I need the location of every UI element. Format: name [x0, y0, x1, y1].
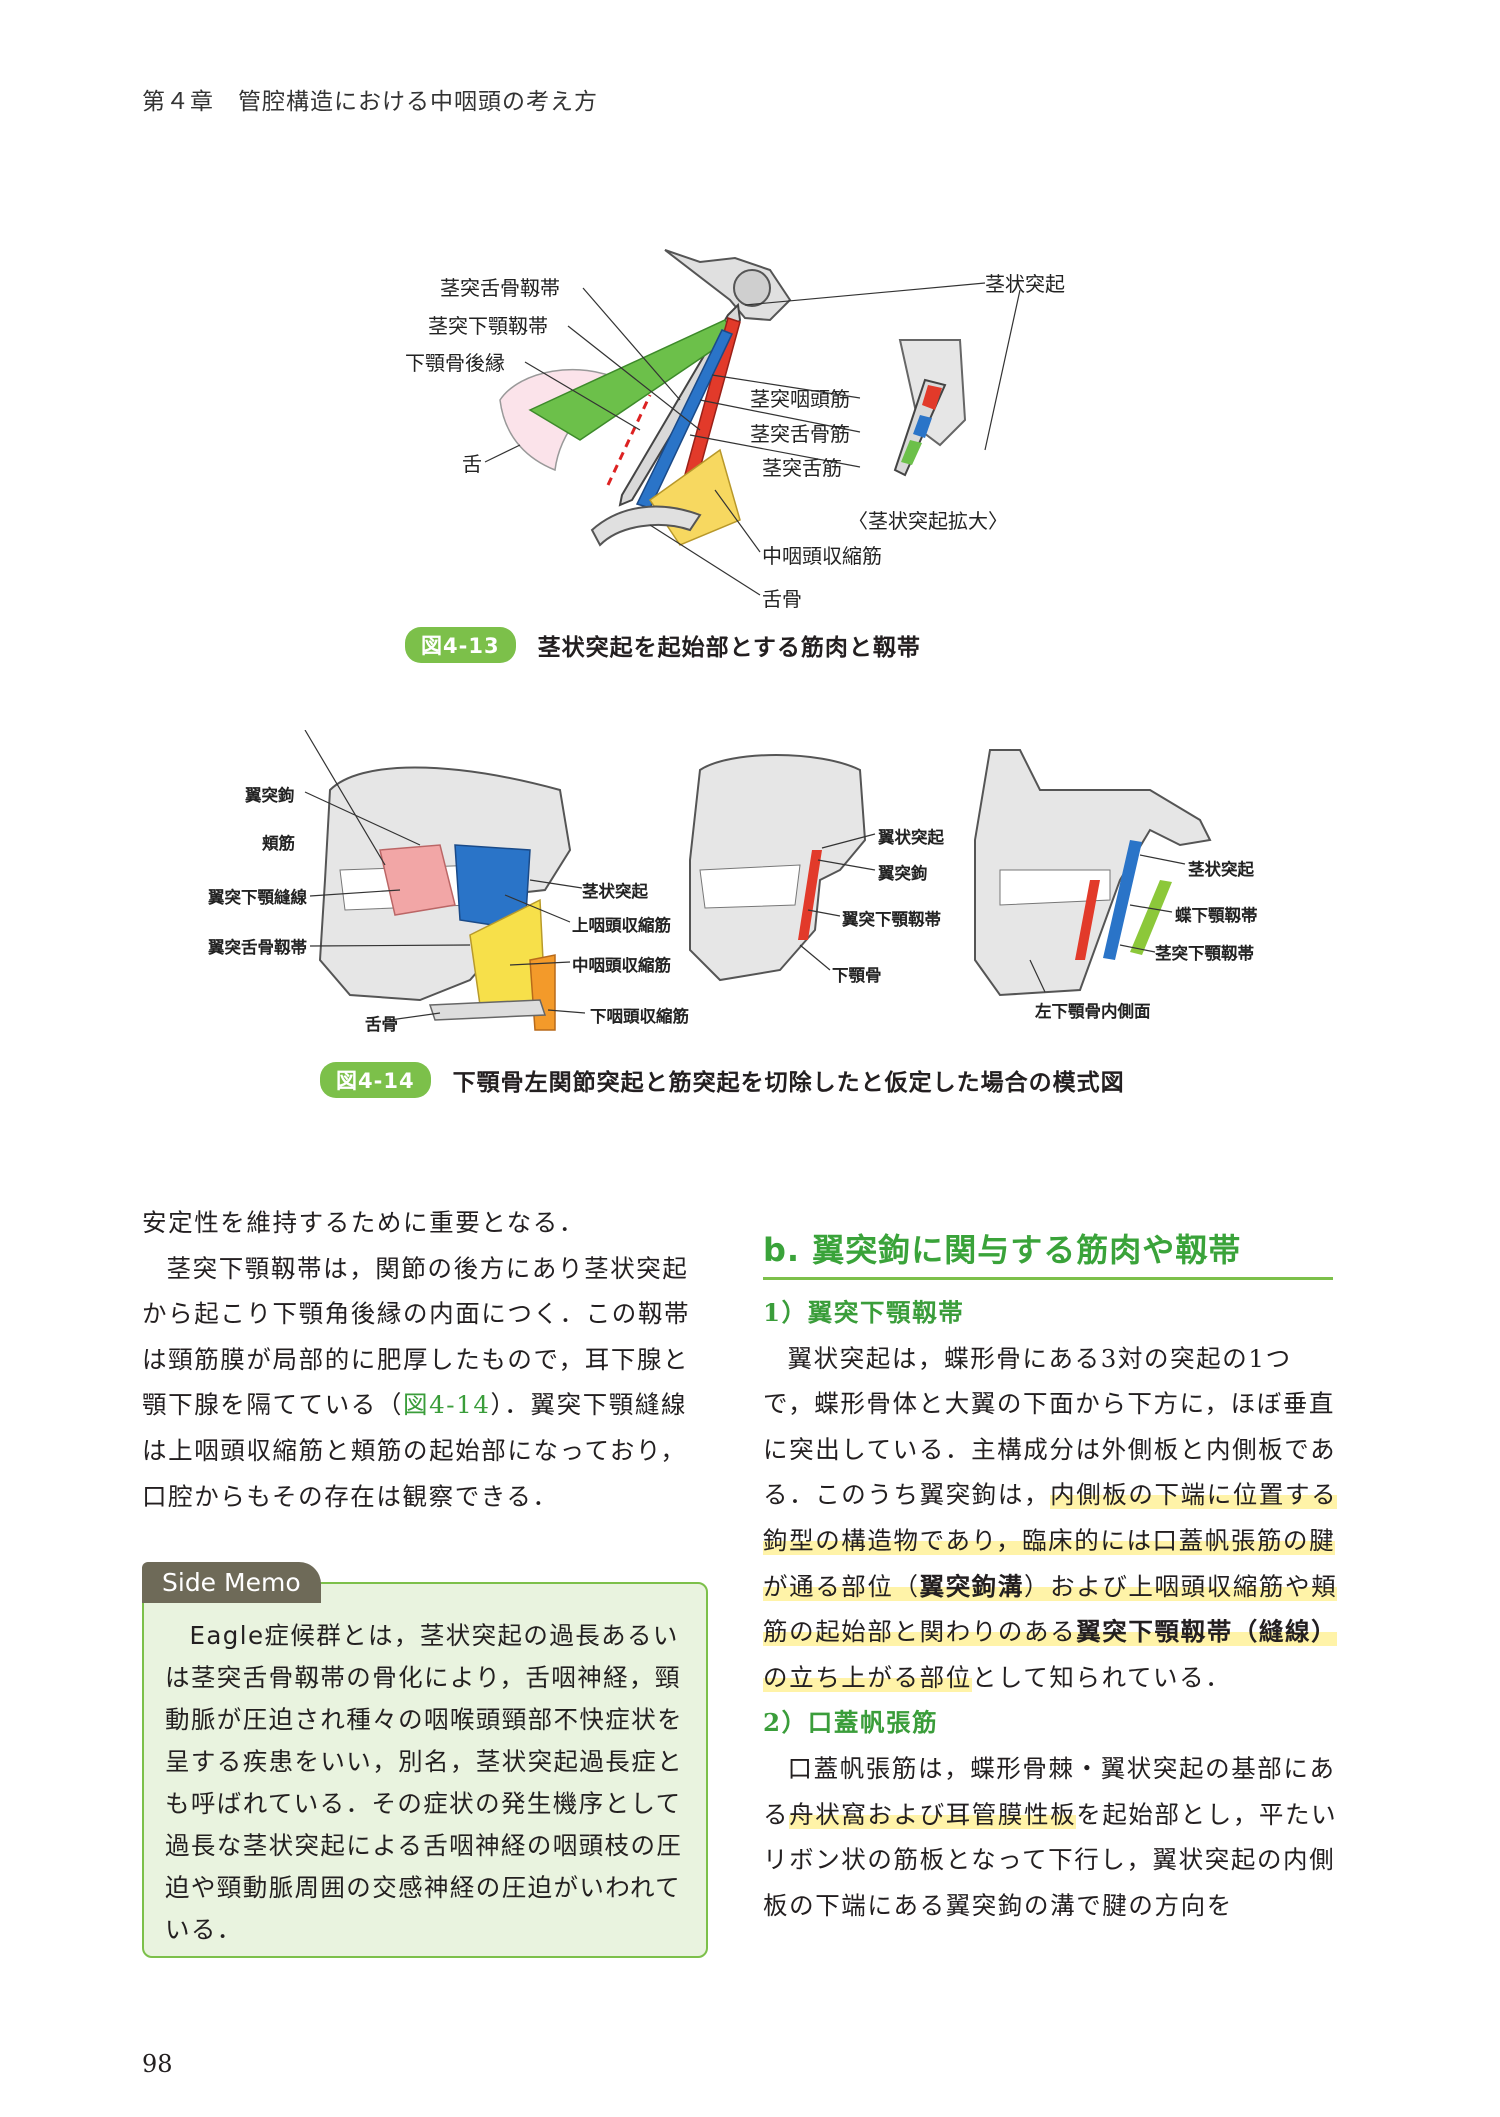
s1-highlight-3: の立ち上がる部位	[763, 1662, 972, 1692]
side-memo-text: Eagle症候群とは，茎状突起の過長あるいは茎突舌骨靱帯の骨化により，舌咽神経，…	[165, 1621, 683, 1944]
figure-reference-link[interactable]: 図4-14	[403, 1390, 491, 1420]
s1-bold-1: 翼突鉤溝	[919, 1571, 1025, 1601]
label-hamulus: 翼突鉤	[245, 786, 295, 805]
right-column: 1）翼突下顎靱帯 翼状突起は，蝶形骨にある3対の突起の1つで，蝶形骨体と大翼の下…	[763, 1290, 1338, 1928]
paragraph-2: 茎突下顎靱帯は，関節の後方にあり茎状突起から起こり下顎角後縁の内面につく．この靱…	[142, 1246, 712, 1520]
label-mandible-medial: 左下顎骨内側面	[1035, 1002, 1151, 1021]
s2-text-a: 口蓋帆張筋は，蝶形骨棘・翼状突起の基部にある	[763, 1753, 1336, 1829]
label-styloid-14a: 茎状突起	[582, 882, 648, 901]
label-inset-caption: 〈茎状突起拡大〉	[848, 509, 1008, 533]
label-pterygomandibular-ligament: 翼突下顎靱帯	[842, 910, 941, 929]
label-superior-constrictor: 上咽頭収縮筋	[572, 916, 671, 935]
paragraph-1: 安定性を維持するために重要となる．	[142, 1208, 585, 1237]
figure-4-13-title: 茎状突起を起始部とする筋肉と靱帯	[537, 635, 921, 661]
figure-4-14-illustration	[304, 730, 1212, 1031]
subheading-1: 1）翼突下顎靱帯	[763, 1298, 965, 1327]
label-mandible-14: 下顎骨	[832, 966, 882, 985]
label-stylomandibular-ligament-14: 茎突下顎靱帯	[1155, 944, 1254, 963]
s2-text-b: を起始部とし，平たいリボン状の筋板となって下行し，翼状突起の内側板の下端にある翼…	[763, 1799, 1338, 1920]
section-heading-b: b. 翼突鉤に関与する筋肉や靱帯	[763, 1225, 1333, 1280]
figure-4-14-title: 下顎骨左関節突起と筋突起を切除したと仮定した場合の模式図	[452, 1070, 1125, 1096]
page-number: 98	[142, 2050, 173, 2078]
label-tongue: 舌	[462, 452, 482, 476]
figure-4-14-badge: 図4-14	[320, 1062, 431, 1098]
label-stylohyoid-ligament: 茎突舌骨靱帯	[440, 276, 560, 300]
label-middle-constrictor-14: 中咽頭収縮筋	[572, 956, 671, 975]
s1-text-a: 翼状突起は，蝶形骨にある3対の突起の1つで，蝶形骨体と大翼の下面から下方に，ほぼ…	[763, 1343, 1337, 1510]
label-styloid-process: 茎状突起	[985, 272, 1065, 296]
label-hamulus-14b: 翼突鉤	[878, 864, 928, 883]
label-mandible-posterior-border: 下顎骨後縁	[405, 351, 505, 375]
label-sphenomandibular-ligament: 蝶下顎靱帯	[1175, 906, 1258, 925]
label-hyoid: 舌骨	[762, 587, 802, 611]
left-column: 安定性を維持するために重要となる． 茎突下顎靱帯は，関節の後方にあり茎状突起から…	[142, 1200, 712, 1519]
label-stylomandibular-ligament: 茎突下顎靱帯	[428, 314, 548, 338]
label-hyoid-14: 舌骨	[365, 1015, 398, 1034]
figure-4-14-caption: 図4-14 下顎骨左関節突起と筋突起を切除したと仮定した場合の模式図	[320, 1062, 1125, 1098]
side-memo-tab: Side Memo	[142, 1562, 321, 1603]
running-head: 第４章 管腔構造における中咽頭の考え方	[142, 89, 598, 115]
label-inferior-constrictor: 下咽頭収縮筋	[590, 1007, 689, 1026]
label-buccinator: 頬筋	[262, 834, 295, 853]
figure-4-13-caption: 図4-13 茎状突起を起始部とする筋肉と靱帯	[405, 627, 921, 663]
paragraph-s2: 口蓋帆張筋は，蝶形骨棘・翼状突起の基部にある舟状窩および耳管膜性板を起始部とし，…	[763, 1746, 1338, 1928]
label-styloglossus: 茎突舌筋	[762, 456, 842, 480]
paragraph-2-text-b: ）．翼突下顎縫線は上咽頭収縮筋と頬筋の起始部になっており，口腔からもその存在は観…	[142, 1390, 688, 1511]
subheading-2: 2）口蓋帆張筋	[763, 1708, 939, 1738]
label-pterygoid-process: 翼状突起	[878, 828, 944, 847]
figure-4-13-illustration	[484, 249, 1021, 596]
paragraph-2-text-a: 茎突下顎靱帯は，関節の後方にあり茎状突起から起こり下顎角後縁の内面につく．この靱…	[142, 1253, 691, 1420]
paragraph-s1: 翼状突起は，蝶形骨にある3対の突起の1つで，蝶形骨体と大翼の下面から下方に，ほぼ…	[763, 1336, 1338, 1701]
label-styloid-14c: 茎状突起	[1188, 860, 1254, 879]
label-stylohyoid-muscle: 茎突舌骨筋	[750, 422, 850, 446]
s2-highlight: 舟状窩および耳管膜性板	[789, 1799, 1077, 1829]
s1-text-c: として知られている．	[971, 1662, 1232, 1692]
label-pterygohyoid-ligament: 翼突舌骨靱帯	[208, 938, 307, 957]
side-memo-box	[142, 1582, 708, 1958]
label-raphe: 翼突下顎縫線	[208, 888, 307, 907]
figure-4-13-badge: 図4-13	[405, 627, 516, 663]
label-middle-constrictor: 中咽頭収縮筋	[762, 544, 882, 568]
s1-bold-2: 翼突下顎靱帯（縫線）	[1076, 1617, 1338, 1647]
label-stylopharyngeus: 茎突咽頭筋	[750, 387, 850, 411]
